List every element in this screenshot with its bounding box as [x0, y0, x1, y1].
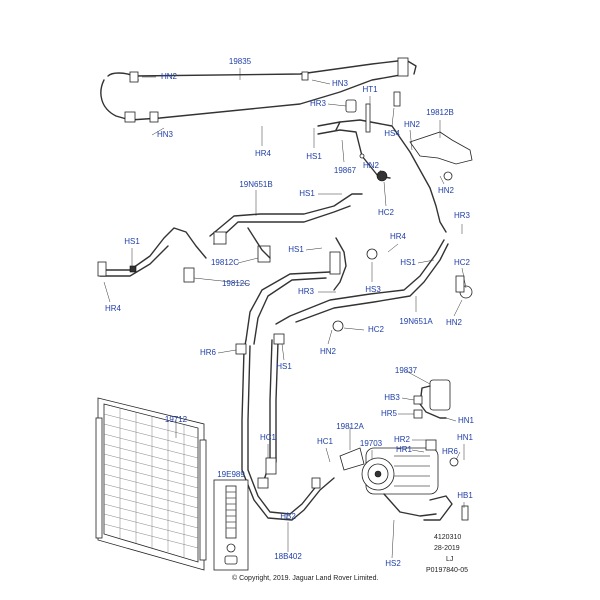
- callout-19812c-a: 19812C: [210, 258, 240, 267]
- callout-hn2-d: HN2: [437, 186, 455, 195]
- callout-hb3: HB3: [384, 393, 400, 402]
- callout-hr3-b: HR3: [453, 211, 471, 220]
- callout-hr4-b: HR4: [389, 232, 407, 241]
- callout-19n651a: 19N651A: [399, 317, 433, 326]
- doc-note-number: 4120310: [434, 534, 462, 541]
- callout-hc1-b: HC1: [316, 437, 334, 446]
- callout-hs1-f: HS1: [276, 362, 292, 371]
- callout-hn2-b: HN2: [403, 120, 421, 129]
- callout-hs1-b: HS1: [299, 189, 315, 198]
- callout-hb1: HB1: [457, 491, 473, 500]
- pipe-19867: [317, 91, 473, 233]
- callout-19n651b: 19N651B: [239, 180, 273, 189]
- condenser-19712: [95, 397, 207, 571]
- callout-hn2-f: HN2: [319, 347, 337, 356]
- pipe-19n651a: [245, 237, 473, 345]
- callout-hn1-b: HN1: [456, 433, 474, 442]
- pipe-19835: [100, 57, 417, 123]
- leader-lines: [103, 68, 467, 559]
- callout-ht1: HT1: [362, 85, 378, 94]
- callout-hs1-c: HS1: [288, 245, 304, 254]
- doc-note-date: 28-2019: [434, 545, 460, 552]
- callout-19712: 19712: [164, 415, 188, 424]
- callout-hn2-c: HN2: [362, 161, 380, 170]
- copyright-text: © Copyright, 2019. Jaguar Land Rover Lim…: [232, 575, 379, 582]
- callout-hs3: HS3: [365, 285, 381, 294]
- callout-hb2: HB2: [280, 512, 296, 521]
- callout-hs2: HS2: [385, 559, 401, 568]
- callout-19e989: 19E989: [217, 470, 245, 479]
- callout-hc1-a: HC1: [259, 433, 277, 442]
- callout-hr4-c: HR4: [104, 304, 122, 313]
- callout-hc2-a: HC2: [377, 208, 395, 217]
- callout-19812b: 19812B: [426, 108, 454, 117]
- callout-19703: 19703: [359, 439, 383, 448]
- callout-hr2: HR2: [393, 435, 411, 444]
- callout-hs4: HS4: [384, 129, 400, 138]
- callout-hn1-a: HN1: [457, 416, 475, 425]
- callout-hr6-a: HR6: [199, 348, 217, 357]
- condenser-grid: [103, 408, 199, 557]
- callout-hr1: HR1: [395, 445, 413, 454]
- callout-hr3-a: HR3: [309, 99, 327, 108]
- callout-hr4-a: HR4: [254, 149, 272, 158]
- compressor-19703: [339, 439, 469, 521]
- callout-hs1-e: HS1: [400, 258, 416, 267]
- callout-hn2-e: HN2: [445, 318, 463, 327]
- pipe-19n651b: [97, 193, 363, 283]
- callout-hn3-a: HN3: [331, 79, 349, 88]
- callout-19812a: 19812A: [336, 422, 364, 431]
- pipe-18b402: [235, 333, 335, 521]
- callout-19812c-b: 19812C: [221, 279, 251, 288]
- callout-hr6-b: HR6: [441, 447, 459, 456]
- callout-18b402: 18B402: [274, 552, 302, 561]
- doc-note-code: LJ: [446, 556, 454, 563]
- callout-19835: 19835: [228, 57, 252, 66]
- callout-19867: 19867: [333, 166, 357, 175]
- callout-hn2-a: HN2: [160, 72, 178, 81]
- callout-hn3-b: HN3: [156, 130, 174, 139]
- callout-hs1-d: HS1: [124, 237, 140, 246]
- callout-hc2-b: HC2: [453, 258, 471, 267]
- callout-hr3-c: HR3: [297, 287, 315, 296]
- drier-kit-19e989: [213, 479, 249, 571]
- callout-hc2-c: HC2: [367, 325, 385, 334]
- receiver-drier-19837: [413, 379, 451, 419]
- doc-note-ref: P0197840-05: [426, 567, 469, 574]
- callout-hr5: HR5: [380, 409, 398, 418]
- callout-19837: 19837: [394, 366, 418, 375]
- callout-hs1-a: HS1: [306, 152, 322, 161]
